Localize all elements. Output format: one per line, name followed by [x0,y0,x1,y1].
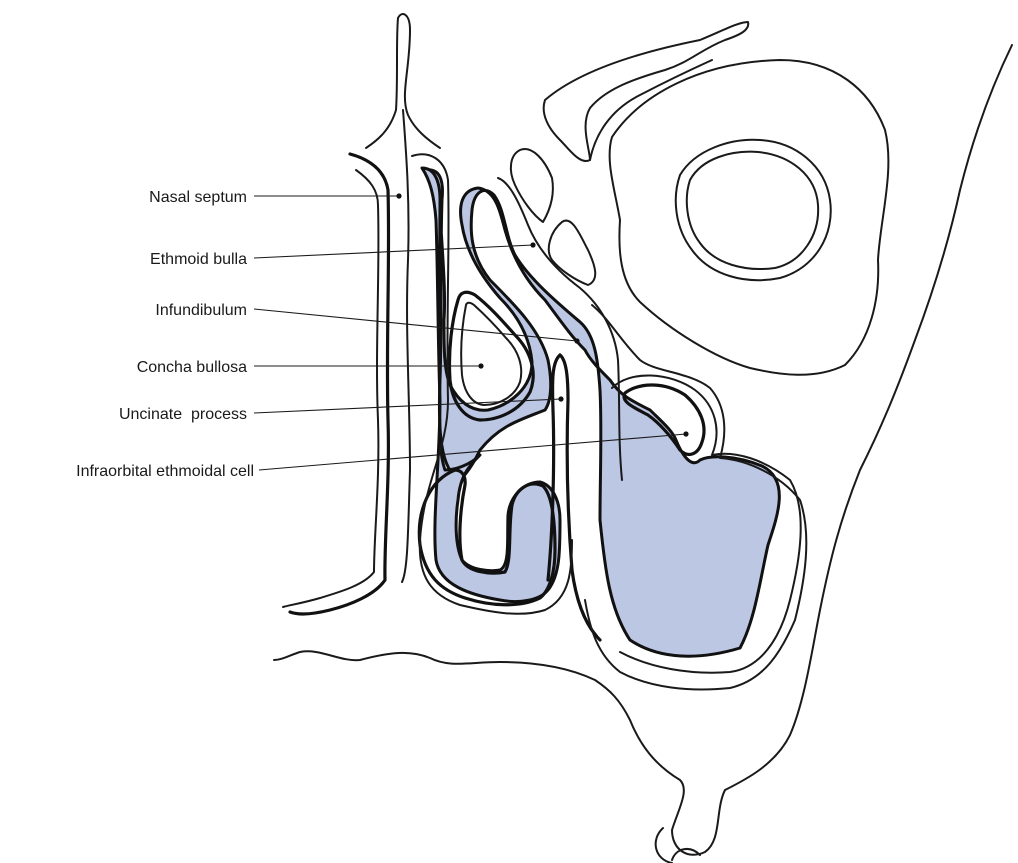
pointer-nasal-septum [396,193,401,198]
label-nasal-septum: Nasal septum [149,189,247,206]
ethmoid-cell-upper [511,149,553,222]
label-infraorbital-ethmoidal-cell: Infraorbital ethmoidal cell [76,463,254,480]
pointer-uncinate-process [558,396,563,401]
pointer-ethmoid-bulla [530,242,535,247]
orbit-outer [610,60,889,375]
septum-left-outer [283,170,378,607]
lower-nose-tip [656,828,700,863]
pointer-infraorbital-ethmoidal-cell [683,431,688,436]
ethmoid-cell-middle [549,221,595,285]
pointer-infundibulum [574,338,579,343]
leader-ethmoid-bulla [254,245,533,258]
crista-galli [366,14,440,148]
label-infundibulum: Infundibulum [155,302,247,319]
eye-globe-inner [687,152,818,269]
septum-right-outer [402,110,410,582]
label-uncinate-process: Uncinate process [119,406,247,423]
label-concha-bullosa: Concha bullosa [137,359,247,376]
pointer-concha-bullosa [478,363,483,368]
label-ethmoid-bulla: Ethmoid bulla [150,251,247,268]
concha-bullosa-inner [461,303,521,405]
eye-globe-outer [676,140,831,280]
